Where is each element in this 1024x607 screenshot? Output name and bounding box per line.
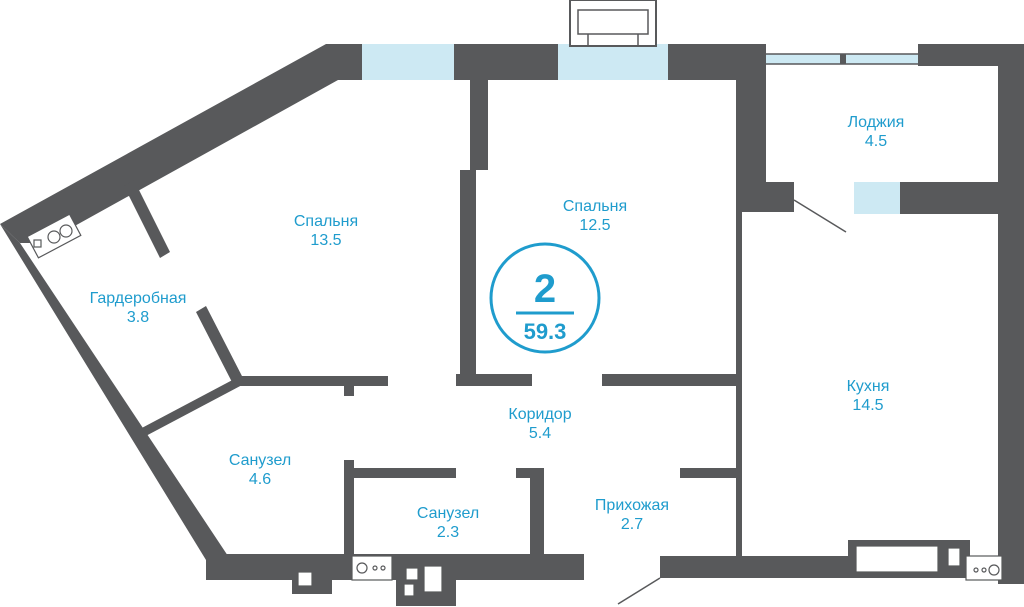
room-name-bedroom-2: Спальня — [563, 198, 627, 215]
room-area-kitchen: 14.5 — [852, 397, 883, 414]
room-name-corridor: Коридор — [508, 406, 571, 423]
room-name-loggia: Лоджия — [848, 114, 905, 131]
interior-walls — [124, 80, 742, 556]
door-lines — [617, 199, 847, 605]
total-area: 59.3 — [524, 319, 567, 344]
room-area-bedroom-2: 12.5 — [579, 217, 610, 234]
bath-fixture — [297, 555, 443, 597]
rooms-count: 2 — [534, 267, 556, 311]
balcony-box — [569, 0, 657, 47]
apartment-badge: 2 59.3 — [489, 242, 601, 354]
room-name-bedroom-1: Спальня — [294, 213, 358, 230]
fixtures — [26, 213, 1003, 597]
room-name-bathroom-2: Санузел — [417, 505, 479, 522]
windows — [362, 44, 918, 214]
window-bedroom-2 — [558, 44, 668, 80]
window-kitchen — [854, 182, 900, 214]
room-area-bedroom-1: 13.5 — [310, 232, 341, 249]
room-area-bathroom-1: 4.6 — [249, 471, 271, 488]
room-area-bathroom-2: 2.3 — [437, 524, 459, 541]
room-name-wardrobe: Гардеробная — [90, 290, 187, 307]
room-area-hallway: 2.7 — [621, 516, 643, 533]
room-name-kitchen: Кухня — [847, 378, 890, 395]
window-bedroom-1 — [362, 44, 454, 80]
room-area-loggia: 4.5 — [865, 133, 887, 150]
room-labels: Спальня 13.5 Спальня 12.5 Лоджия 4.5 Гар… — [90, 114, 905, 541]
wardrobe-fixture — [26, 213, 82, 259]
kitchen-fixture — [855, 545, 1003, 581]
room-name-hallway: Прихожая — [595, 497, 669, 514]
room-name-bathroom-1: Санузел — [229, 452, 291, 469]
room-area-corridor: 5.4 — [529, 425, 551, 442]
room-area-wardrobe: 3.8 — [127, 309, 149, 326]
